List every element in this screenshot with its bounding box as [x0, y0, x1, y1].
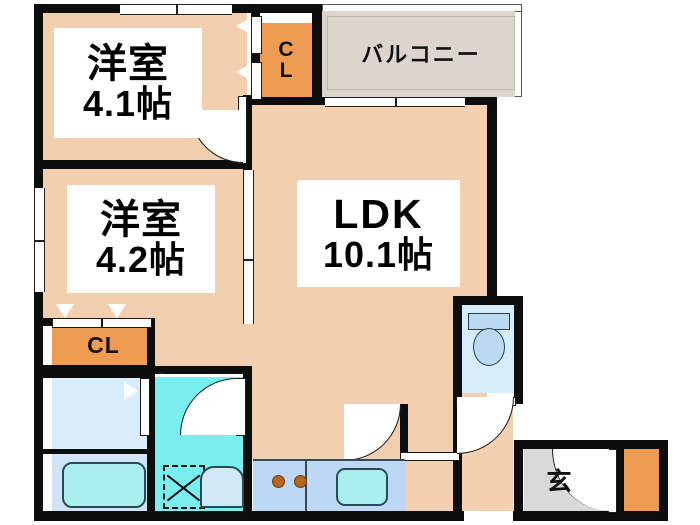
- kitchen-counter-edge: [253, 459, 405, 461]
- wall-bath-top: [43, 370, 153, 378]
- label-closet-top-line2: L: [279, 59, 293, 82]
- closet-mid-door-left[interactable]: [52, 318, 102, 328]
- wall-bottom-left: [34, 511, 464, 521]
- wall-ldk-bottom-nub: [400, 404, 408, 459]
- stove-burner-1: [272, 475, 285, 488]
- label-entrance-text: 玄: [546, 468, 572, 496]
- label-living-ldk: LDK 10.1帖: [297, 180, 460, 287]
- wall-washroom-top: [155, 366, 251, 374]
- wall-bedroom-top-right: [243, 95, 252, 169]
- wall-toilet-right: [514, 296, 523, 404]
- door-bath-fold-icon: [124, 382, 138, 400]
- label-bedroom-bottom-area: 4.2帖: [95, 239, 187, 281]
- label-closet-mid: CL: [52, 325, 155, 365]
- closet-top-door-upper[interactable]: [251, 16, 262, 54]
- wall-toilet-top: [453, 296, 523, 305]
- closet-top-door-lower[interactable]: [251, 62, 262, 100]
- window-balcony-sliding-door[interactable]: [325, 97, 465, 107]
- wall-cl-top-right: [312, 13, 322, 97]
- label-balcony: バルコニー: [327, 16, 515, 90]
- window-top-bedroom[interactable]: [120, 4, 232, 15]
- label-bedroom-top-area: 4.1帖: [82, 83, 174, 125]
- label-closet-top-line1: C: [278, 38, 294, 61]
- label-bedroom-top: 洋室 4.1帖: [54, 28, 202, 138]
- bathtub: [62, 462, 146, 508]
- closet-mid-fold-icon-left: [56, 304, 74, 318]
- wall-balcony-right: [515, 11, 522, 97]
- label-closet-top: C L: [260, 23, 312, 97]
- closet-mid-cl: [52, 325, 155, 365]
- label-entrance: 玄: [524, 449, 594, 511]
- wall-bedrooms-divider: [34, 160, 251, 169]
- door-entrance-leaf[interactable]: [608, 449, 617, 513]
- wall-shoebox-left: [617, 449, 624, 511]
- closet-top-fold-icon-lower: [236, 64, 250, 80]
- kitchen-sink: [336, 468, 388, 506]
- label-bedroom-bottom: 洋室 4.2帖: [67, 185, 215, 293]
- stove-burner-2: [294, 475, 307, 488]
- closet-top-cl: [260, 23, 312, 97]
- door-washroom-leaf[interactable]: [236, 378, 246, 436]
- wall-bath-tub-divider: [43, 449, 153, 454]
- wall-entrance-top: [514, 440, 668, 449]
- wall-cl-mid-bottom: [43, 365, 155, 373]
- hall-lower: [405, 459, 457, 511]
- label-ldk-name: LDK: [333, 191, 424, 238]
- window-left-bedroom-bottom[interactable]: [34, 188, 45, 292]
- wall-bath-right: [147, 370, 155, 511]
- closet-top-fold-icon-upper: [236, 18, 250, 34]
- closet-mid-door-right[interactable]: [102, 318, 152, 328]
- room-balcony: [322, 11, 522, 97]
- closet-shoe-box: [624, 449, 660, 511]
- washbasin: [200, 466, 244, 508]
- wall-cl-mid-right: [147, 318, 155, 372]
- wall-washroom-right: [243, 366, 252, 511]
- label-closet-mid-text: CL: [87, 331, 120, 358]
- washing-machine-space: [163, 465, 205, 509]
- label-ldk-area: 10.1帖: [322, 234, 435, 276]
- door-bedroom-bottom-leaf[interactable]: [155, 372, 164, 374]
- wall-entrance-right: [659, 440, 668, 521]
- wall-bottom-right: [513, 511, 668, 521]
- toilet-bowl: [473, 328, 505, 366]
- wall-ldk-right: [487, 97, 497, 304]
- wall-cl-top-left: [251, 13, 260, 97]
- hall-upper: [155, 320, 251, 366]
- door-ldk-hall-leaf[interactable]: [400, 452, 460, 461]
- label-bedroom-top-name: 洋室: [87, 42, 169, 87]
- window-ldk-left-upper[interactable]: [243, 170, 254, 324]
- wall-hall-right: [514, 440, 523, 511]
- door-bath-leaf[interactable]: [140, 378, 150, 436]
- wall-top-balcony-ledge: [322, 4, 522, 11]
- label-bedroom-bottom-name: 洋室: [100, 198, 182, 243]
- label-balcony-text: バルコニー: [361, 42, 481, 67]
- balcony-inner-outline: [327, 16, 515, 90]
- closet-mid-fold-icon-right: [108, 304, 126, 318]
